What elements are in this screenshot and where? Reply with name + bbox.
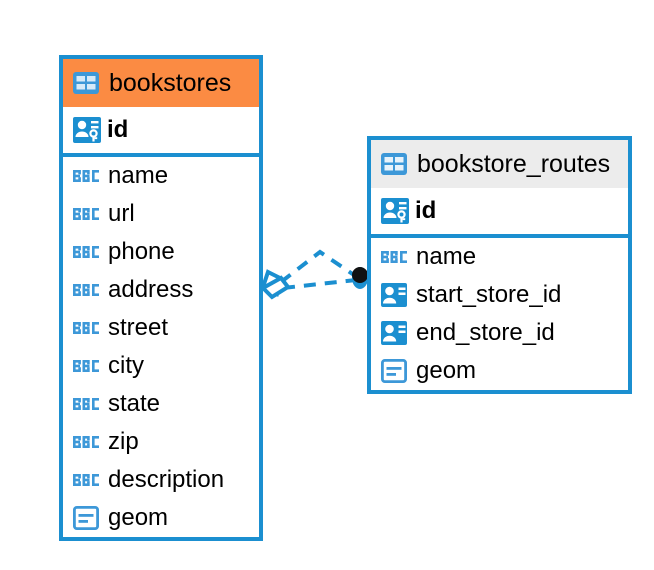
field-label: url — [108, 200, 135, 227]
field-label: start_store_id — [416, 281, 562, 308]
field-row[interactable]: name — [371, 238, 628, 276]
text-field-icon — [73, 320, 99, 336]
field-label: geom — [108, 504, 169, 531]
field-row[interactable]: zip — [63, 423, 259, 461]
entity-bookstores[interactable]: bookstores id name url phone address street c… — [59, 55, 263, 541]
filled-dot-marker — [352, 267, 368, 289]
field-label: end_store_id — [416, 319, 555, 346]
geometry-field-icon — [72, 505, 100, 531]
field-label: address — [108, 276, 194, 303]
field-label: street — [108, 314, 169, 341]
field-row[interactable]: city — [63, 347, 259, 385]
primary-key-separator — [63, 153, 259, 157]
field-label: geom — [416, 357, 477, 384]
entity-title: bookstores — [109, 68, 232, 97]
text-field-icon — [73, 472, 99, 488]
field-label: city — [108, 352, 144, 379]
field-row[interactable]: end_store_id — [371, 314, 628, 352]
text-field-icon — [73, 434, 99, 450]
text-field-icon — [381, 249, 407, 265]
primary-key-icon — [73, 117, 101, 143]
relationship-line-lower — [282, 278, 357, 290]
field-row[interactable]: phone — [63, 233, 259, 271]
table-icon — [73, 72, 99, 94]
field-row[interactable]: url — [63, 195, 259, 233]
field-label: state — [108, 390, 161, 417]
field-label: id — [415, 197, 437, 224]
field-row[interactable]: start_store_id — [371, 276, 628, 314]
text-field-icon — [73, 244, 99, 260]
table-icon — [381, 153, 407, 175]
field-label: name — [108, 162, 169, 189]
text-field-icon — [73, 282, 99, 298]
primary-key-separator — [371, 234, 628, 238]
field-label: phone — [108, 238, 175, 265]
entity-header-bookstore-routes[interactable]: bookstore_routes — [371, 140, 628, 188]
field-row[interactable]: geom — [63, 499, 259, 537]
entity-header-bookstores[interactable]: bookstores — [63, 59, 259, 107]
field-row-primary-key[interactable]: id — [371, 188, 628, 234]
field-row-primary-key[interactable]: id — [63, 107, 259, 153]
primary-key-icon — [381, 198, 409, 224]
field-row[interactable]: address — [63, 271, 259, 309]
field-row[interactable]: name — [63, 157, 259, 195]
geometry-field-icon — [380, 358, 408, 384]
field-list-bookstores: name url phone address street city state zip des… — [63, 157, 259, 537]
text-field-icon — [73, 396, 99, 412]
entity-title: bookstore_routes — [417, 149, 611, 178]
text-field-icon — [73, 206, 99, 222]
text-field-icon — [73, 168, 99, 184]
field-label: id — [107, 116, 129, 143]
foreign-key-icon — [381, 283, 407, 307]
field-label: description — [108, 466, 225, 493]
field-row[interactable]: geom — [371, 352, 628, 390]
field-row[interactable]: street — [63, 309, 259, 347]
field-label: zip — [108, 428, 139, 455]
foreign-key-icon — [381, 321, 407, 345]
field-row[interactable]: state — [63, 385, 259, 423]
relationship-line-upper — [279, 249, 359, 284]
text-field-icon — [73, 358, 99, 374]
crows-foot-marker — [259, 269, 291, 300]
field-label: name — [416, 243, 477, 270]
field-row[interactable]: description — [63, 461, 259, 499]
